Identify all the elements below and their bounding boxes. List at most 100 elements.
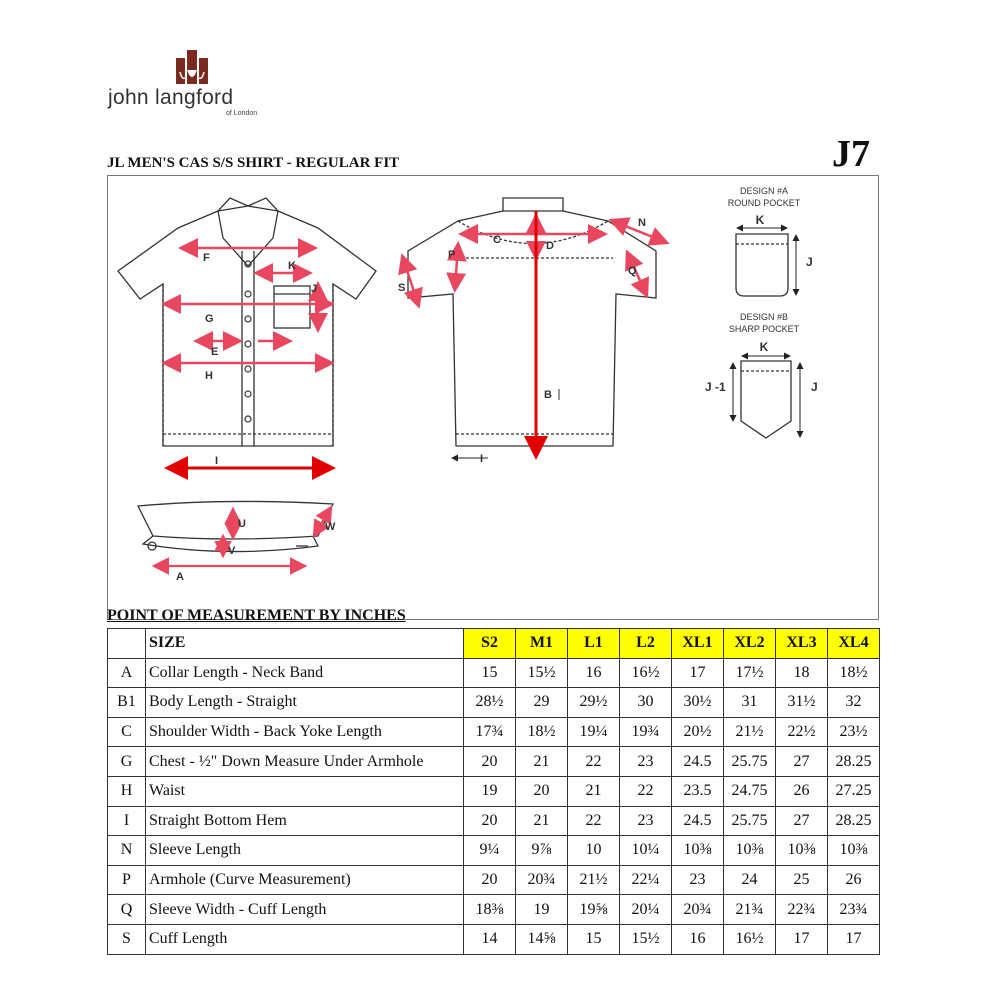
measurement-value: 19⅝ xyxy=(567,894,620,925)
measurement-value: 24.5 xyxy=(671,746,724,777)
measurement-value: 20 xyxy=(463,746,516,777)
brand-name: john langford xyxy=(108,86,234,109)
measurement-value: 20¾ xyxy=(671,894,724,925)
measurement-value: 28.25 xyxy=(827,805,880,837)
label-i-back: I xyxy=(480,453,483,465)
measurement-value: 27 xyxy=(775,746,828,777)
measurement-value: 19¼ xyxy=(567,716,620,748)
measurement-value: 29½ xyxy=(567,687,620,718)
design-b-title: DESIGN #B xyxy=(740,312,788,322)
header-size: XL4 xyxy=(827,628,880,659)
measurement-value: 10⅜ xyxy=(671,835,724,866)
measurement-value: 29 xyxy=(515,687,568,718)
measurement-value: 23½ xyxy=(827,716,880,748)
measurement-value: 10 xyxy=(567,835,620,866)
shirt-measurement-diagram: F K J G E H I C D N xyxy=(117,186,818,583)
label-a: A xyxy=(176,571,184,583)
design-a-title: DESIGN #A xyxy=(740,186,788,196)
design-b-j1: J -1 xyxy=(705,380,726,394)
row-code: S xyxy=(107,923,146,955)
measurement-value: 17½ xyxy=(723,657,776,689)
measurement-value: 23 xyxy=(619,805,672,837)
design-a-j: J xyxy=(806,255,813,269)
measurement-value: 10⅜ xyxy=(827,835,880,866)
measurement-value: 18½ xyxy=(515,716,568,748)
measurement-value: 28.25 xyxy=(827,746,880,777)
measurement-value: 20 xyxy=(463,864,516,896)
row-description: Sleeve Width - Cuff Length xyxy=(145,894,464,925)
measurement-value: 20½ xyxy=(671,716,724,748)
measurement-value: 19¾ xyxy=(619,716,672,748)
measurement-value: 20 xyxy=(463,805,516,837)
measurement-value: 22¼ xyxy=(619,864,672,896)
sharp-pocket-arrows xyxy=(729,352,804,438)
row-code: H xyxy=(107,775,146,807)
measurement-value: 14⅝ xyxy=(515,923,568,955)
measurement-value: 17 xyxy=(827,923,880,955)
measurement-value: 18⅜ xyxy=(463,894,516,925)
measurement-value: 21 xyxy=(515,746,568,777)
measurement-value: 21½ xyxy=(723,716,776,748)
label-u: U xyxy=(238,518,246,530)
measurement-value: 22½ xyxy=(775,716,828,748)
header-size: S2 xyxy=(463,628,516,659)
section-title: POINT OF MEASUREMENT BY INCHES xyxy=(107,607,406,624)
label-k-front: K xyxy=(288,260,296,272)
measurement-value: 22 xyxy=(619,775,672,807)
round-pocket-arrows xyxy=(736,224,800,296)
header-size: L2 xyxy=(619,628,672,659)
style-code: J7 xyxy=(832,133,870,175)
label-d: D xyxy=(546,240,554,252)
label-p: P xyxy=(448,249,455,261)
row-description: Body Length - Straight xyxy=(145,687,464,718)
measurement-value: 28½ xyxy=(463,687,516,718)
measurement-value: 30 xyxy=(619,687,672,718)
measurement-value: 27 xyxy=(775,805,828,837)
measurement-value: 25.75 xyxy=(723,805,776,837)
measurement-value: 23¾ xyxy=(827,894,880,925)
measurement-value: 16½ xyxy=(723,923,776,955)
brand-logo-mark xyxy=(176,50,208,84)
label-s: S xyxy=(398,282,405,294)
row-code: A xyxy=(107,657,146,689)
measurement-value: 25.75 xyxy=(723,746,776,777)
measurement-value: 15½ xyxy=(619,923,672,955)
collar-drawing xyxy=(136,500,334,553)
row-code: P xyxy=(107,864,146,896)
measurement-value: 15 xyxy=(567,923,620,955)
row-description: Chest - ½" Down Measure Under Armhole xyxy=(145,746,464,777)
row-description: Cuff Length xyxy=(145,923,464,955)
row-description: Shoulder Width - Back Yoke Length xyxy=(145,716,464,748)
collar-measure-arrows xyxy=(151,505,333,575)
measurement-value: 24.75 xyxy=(723,775,776,807)
row-code: C xyxy=(107,716,146,748)
measurement-value: 31½ xyxy=(775,687,828,718)
measurement-value: 20¼ xyxy=(619,894,672,925)
row-description: Collar Length - Neck Band xyxy=(145,657,464,689)
row-description: Armhole (Curve Measurement) xyxy=(145,864,464,896)
measurement-value: 25 xyxy=(775,864,828,896)
measurement-value: 19 xyxy=(463,775,516,807)
label-g: G xyxy=(205,313,214,325)
header-size: L1 xyxy=(567,628,620,659)
measurement-value: 10⅜ xyxy=(723,835,776,866)
design-a-k: K xyxy=(756,213,765,227)
measurement-value: 22¾ xyxy=(775,894,828,925)
measurement-value: 15½ xyxy=(515,657,568,689)
measurement-value: 30½ xyxy=(671,687,724,718)
measurement-value: 31 xyxy=(723,687,776,718)
header-size: XL3 xyxy=(775,628,828,659)
label-j-front: J xyxy=(311,283,317,295)
round-pocket-drawing xyxy=(735,233,789,297)
row-description: Waist xyxy=(145,775,464,807)
design-b-k: K xyxy=(760,340,769,354)
document-title: JL MEN'S CAS S/S SHIRT - REGULAR FIT xyxy=(107,155,400,171)
